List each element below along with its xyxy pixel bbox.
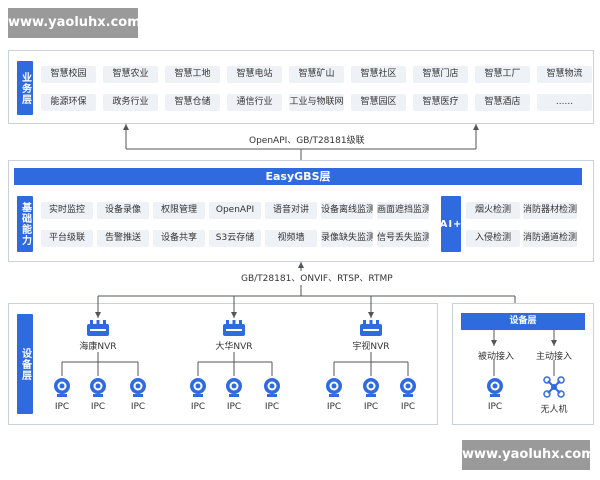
ai-label: AI+ xyxy=(440,196,461,252)
chip-business-row1-0: 智慧校园 xyxy=(41,66,96,83)
camera-icon xyxy=(397,376,419,398)
chip-business-row2-8: ...... xyxy=(537,94,592,111)
basic-ability-label: 基础能力 xyxy=(17,196,33,252)
ipc-label: IPC xyxy=(190,402,206,412)
chip-business-row2-5: 智慧园区 xyxy=(351,94,406,111)
ipc-label: IPC xyxy=(400,402,416,412)
ipc-label: IPC xyxy=(326,402,342,412)
ipc-label: IPC xyxy=(264,402,280,412)
chip-business-row2-7: 智慧酒店 xyxy=(475,94,530,111)
chip-business-row1-7: 智慧工厂 xyxy=(475,66,530,83)
platform-title-bar: EasyGBS层 xyxy=(14,168,582,185)
chip-platform-row2-1: 告警推送 xyxy=(97,230,149,247)
business-layer-panel xyxy=(8,50,594,124)
chip-business-row1-3: 智慧电站 xyxy=(227,66,282,83)
chip-platform-row1-5: 设备离线监测 xyxy=(321,202,373,219)
link-mid-caption: GB/T28181、ONVIF、RTSP、RTMP xyxy=(241,274,393,284)
ipc-label: IPC xyxy=(90,402,106,412)
nvr-label: 海康NVR xyxy=(79,342,117,352)
chip-platform-row2-6: 信号丢失监测 xyxy=(377,230,429,247)
passive-access-label: 被动接入 xyxy=(478,352,515,362)
chip-platform-row1-2: 权限管理 xyxy=(153,202,205,219)
chip-platform-row2-5: 录像缺失监测 xyxy=(321,230,373,247)
nvr-label: 大华NVR xyxy=(215,342,253,352)
chip-platform-row2-2: 设备共享 xyxy=(153,230,205,247)
chip-platform-row2-0: 平台级联 xyxy=(41,230,93,247)
chip-platform-row1-6: 画面遮挡监测 xyxy=(377,202,429,219)
device-right-title: 设备层 xyxy=(461,313,585,330)
camera-icon xyxy=(187,376,209,398)
chip-business-row2-4: 工业与物联网 xyxy=(289,94,344,111)
chip-business-row2-1: 政务行业 xyxy=(103,94,158,111)
nvr-icon xyxy=(359,319,383,337)
ipc-label: IPC xyxy=(130,402,146,412)
drone-icon xyxy=(543,376,565,398)
chip-business-row1-4: 智慧矿山 xyxy=(289,66,344,83)
device-layer-label: 设备层 xyxy=(17,314,33,414)
watermark-top: www.yaoluhx.com xyxy=(8,8,141,38)
chip-business-row1-6: 智慧门店 xyxy=(413,66,468,83)
nvr-icon xyxy=(86,319,110,337)
chip-business-row1-8: 智慧物流 xyxy=(537,66,592,83)
chip-platform-row1-3: OpenAPI xyxy=(209,202,261,219)
ipc-label: IPC xyxy=(226,402,242,412)
chip-platform-row1-1: 设备录像 xyxy=(97,202,149,219)
chip-business-row2-6: 智慧医疗 xyxy=(413,94,468,111)
chip-platform-row2-3: S3云存储 xyxy=(209,230,261,247)
drone-label: 无人机 xyxy=(540,405,568,415)
nvr-label: 宇视NVR xyxy=(352,342,390,352)
chip-platform-row1-4: 语音对讲 xyxy=(265,202,317,219)
chip-platform-ai_row2-1: 消防通道检测 xyxy=(523,230,577,247)
camera-icon xyxy=(261,376,283,398)
chip-business-row1-2: 智慧工地 xyxy=(165,66,220,83)
ipc-label: IPC xyxy=(363,402,379,412)
camera-icon xyxy=(323,376,345,398)
chip-business-row2-2: 智慧仓储 xyxy=(165,94,220,111)
chip-business-row2-3: 通信行业 xyxy=(227,94,282,111)
camera-icon xyxy=(223,376,245,398)
camera-icon xyxy=(127,376,149,398)
camera-icon xyxy=(51,376,73,398)
watermark-bottom: www.yaoluhx.com xyxy=(462,440,595,470)
nvr-icon xyxy=(222,319,246,337)
active-access-label: 主动接入 xyxy=(536,352,573,362)
chip-business-row2-0: 能源环保 xyxy=(41,94,96,111)
camera-icon xyxy=(87,376,109,398)
chip-platform-ai_row1-0: 烟火检测 xyxy=(466,202,520,219)
camera-icon xyxy=(360,376,382,398)
chip-business-row1-1: 智慧农业 xyxy=(103,66,158,83)
chip-platform-row2-4: 视频墙 xyxy=(265,230,317,247)
chip-platform-row1-0: 实时监控 xyxy=(41,202,93,219)
right-ipc-label: IPC xyxy=(487,402,503,412)
chip-business-row1-5: 智慧社区 xyxy=(351,66,406,83)
chip-platform-ai_row1-1: 消防器材检测 xyxy=(523,202,577,219)
chip-platform-ai_row2-0: 入侵检测 xyxy=(466,230,520,247)
device-layer-panel xyxy=(8,303,438,425)
ipc-label: IPC xyxy=(54,402,70,412)
business-layer-label: 业务层 xyxy=(17,61,33,115)
camera-icon xyxy=(484,376,506,398)
link-top-caption: OpenAPI、GB/T28181级联 xyxy=(249,136,365,146)
